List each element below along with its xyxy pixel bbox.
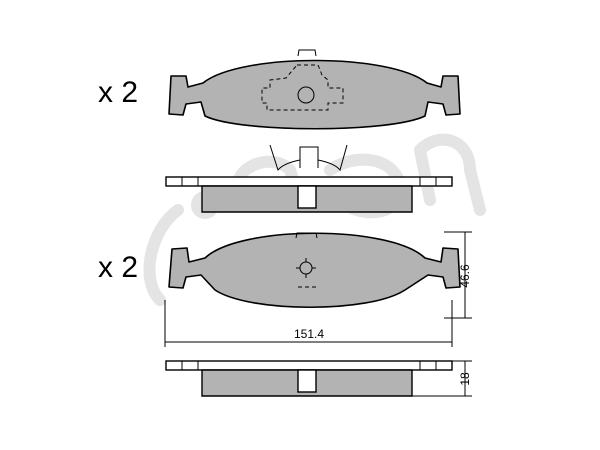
width-dimension-label: 151.4 xyxy=(294,327,324,341)
bottom-pad-front-view xyxy=(168,232,461,308)
thickness-dimension-label: 18 xyxy=(458,372,472,386)
thickness-dimension xyxy=(412,360,472,397)
height-dimension xyxy=(444,231,472,319)
top-pad-front-view xyxy=(168,49,461,130)
spring-clip xyxy=(269,144,348,172)
height-dimension-label: 46.6 xyxy=(458,264,472,288)
bottom-pad-side-view xyxy=(165,360,453,397)
width-dimension xyxy=(164,300,453,347)
top-pad-side-view xyxy=(165,176,453,213)
bottom-quantity-label: x 2 xyxy=(98,251,138,284)
top-quantity-label: x 2 xyxy=(98,76,138,109)
